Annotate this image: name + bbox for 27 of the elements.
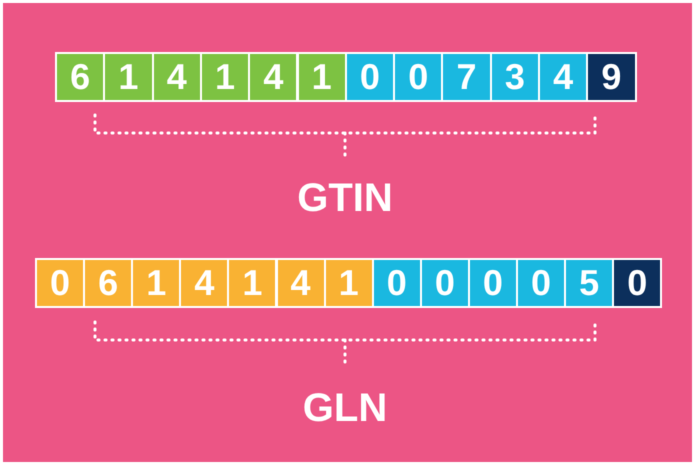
digit-cell: 1 [200, 52, 250, 102]
digit-cell: 4 [276, 258, 326, 308]
digit-cell: 6 [83, 258, 134, 308]
digit-cell: 0 [516, 258, 566, 308]
digit-cell: 6 [55, 52, 106, 102]
digit-cell: 1 [324, 258, 374, 308]
digit-cell: 0 [468, 258, 518, 308]
digit-cell: 4 [248, 52, 298, 102]
digit-cell: 1 [296, 52, 347, 102]
code-name-label: GLN [302, 386, 388, 431]
digit-cell: 0 [35, 258, 86, 308]
digit-cell: 3 [490, 52, 540, 102]
digit-cell: 5 [564, 258, 614, 308]
digit-cell: 1 [131, 258, 182, 308]
digit-cell: 9 [586, 52, 637, 102]
digit-cell: 7 [441, 52, 492, 102]
digit-cell: 0 [372, 258, 422, 308]
digit-cell: 0 [420, 258, 470, 308]
digit-cell: 1 [103, 52, 154, 102]
digit-cell: 1 [227, 258, 278, 308]
digit-cell: 4 [538, 52, 588, 102]
digit-cell: 4 [179, 258, 230, 308]
digit-cell: 0 [612, 258, 662, 308]
digit-cell: 0 [344, 52, 396, 102]
digit-cell: 4 [152, 52, 202, 102]
code-name-label: GTIN [297, 176, 393, 221]
digit-cell: 0 [393, 52, 444, 102]
